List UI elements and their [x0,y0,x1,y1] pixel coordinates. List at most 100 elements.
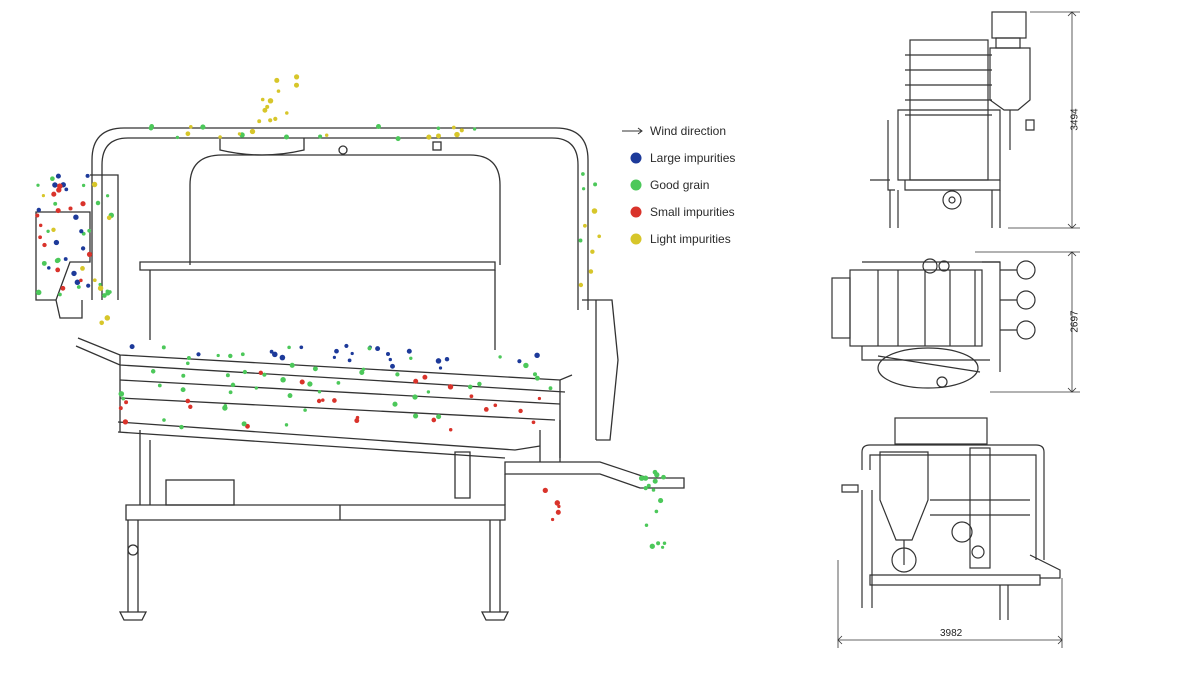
particle-good [185,361,190,366]
particle-large [74,279,81,286]
particle-good [336,381,341,385]
air-duct-loop [91,127,589,310]
particle-good [658,498,664,504]
arrow-icon [624,125,636,137]
particle-light [591,208,598,214]
dot-icon [624,152,636,164]
particle-light [267,98,274,104]
particle-large [406,348,412,354]
side-view [841,417,1061,620]
particle-light [588,269,594,274]
particle-light [268,118,273,123]
particle-good [287,345,291,350]
particle-light [426,134,432,140]
particle-good [412,394,418,400]
particle-good [661,474,666,480]
particle-light [262,107,268,113]
particle-small [469,394,474,399]
particle-light [257,119,262,124]
particle-good [240,352,245,357]
particle-good [581,187,586,191]
particle-light [80,266,85,271]
particle-good [662,541,667,546]
particle-small [188,404,193,409]
legend-label: Good grain [650,178,710,192]
particle-light [188,124,193,129]
particle-good [186,356,191,360]
particle-light [285,111,289,115]
particle-small [79,278,83,283]
particle-light [274,77,280,83]
particle-small [448,427,453,432]
particle-good [121,396,126,401]
particle-light [459,128,464,133]
particle-light [237,132,242,136]
particle-small [316,398,322,404]
particle-small [321,398,325,402]
legend-good-grain: Good grain [624,178,709,192]
particle-good [289,362,295,368]
particle-good [225,373,230,378]
particle-good [359,369,365,375]
particle-light [260,97,265,102]
particle-large [53,239,60,246]
particle-small [531,420,536,425]
particle-good [95,200,101,206]
particle-small [354,418,360,424]
legend-marks [622,127,643,245]
particle-large [390,363,395,369]
legend-dot [630,206,642,218]
particle-good [426,390,431,394]
particle-good [35,289,42,296]
particle-small [413,378,419,384]
particle-light [273,116,278,122]
particle-good [436,126,441,131]
particle-good [436,414,442,420]
particle-large [385,351,391,357]
discharge-chute [504,461,685,489]
particle-good [102,293,107,298]
particle-good [312,366,318,372]
particle-light [582,223,587,228]
particle-small [68,206,73,211]
particle-good [50,176,55,182]
particle-large [73,214,79,220]
particle-large [388,357,392,362]
particle-small [80,201,86,207]
outlet-spout [454,451,471,499]
dot-icon [624,179,636,191]
particle-small [38,235,42,240]
particle-good [581,172,585,176]
particle-good [413,413,419,419]
particle-good [241,421,247,427]
dot-icon [624,233,636,245]
particle-large [196,352,201,357]
particle-good [175,135,180,140]
particle-good [578,238,583,243]
particle-light [293,82,300,88]
particle-large [71,270,77,277]
particle-small [447,384,454,390]
legend-large-impurities: Large impurities [624,151,735,165]
particle-small [332,398,337,403]
particle-good [652,469,658,475]
top-view [831,258,1036,389]
particle-small [554,500,561,506]
particle-good [284,423,289,427]
particle-large [438,366,443,370]
particle-good [105,289,110,294]
legend-dot [630,233,642,245]
dimension-top-depth: 2697 [1069,310,1081,333]
particle-good [105,194,110,198]
particle-light [185,131,191,137]
particle-good [162,418,166,422]
particle-light [578,282,584,288]
particle-good [254,386,258,390]
particle-good [87,228,92,233]
particle-large [344,343,349,348]
particle-light [91,181,98,188]
particle-large [534,352,540,359]
particle-good [118,391,125,397]
particle-small [35,213,40,218]
particle-good [467,384,473,390]
